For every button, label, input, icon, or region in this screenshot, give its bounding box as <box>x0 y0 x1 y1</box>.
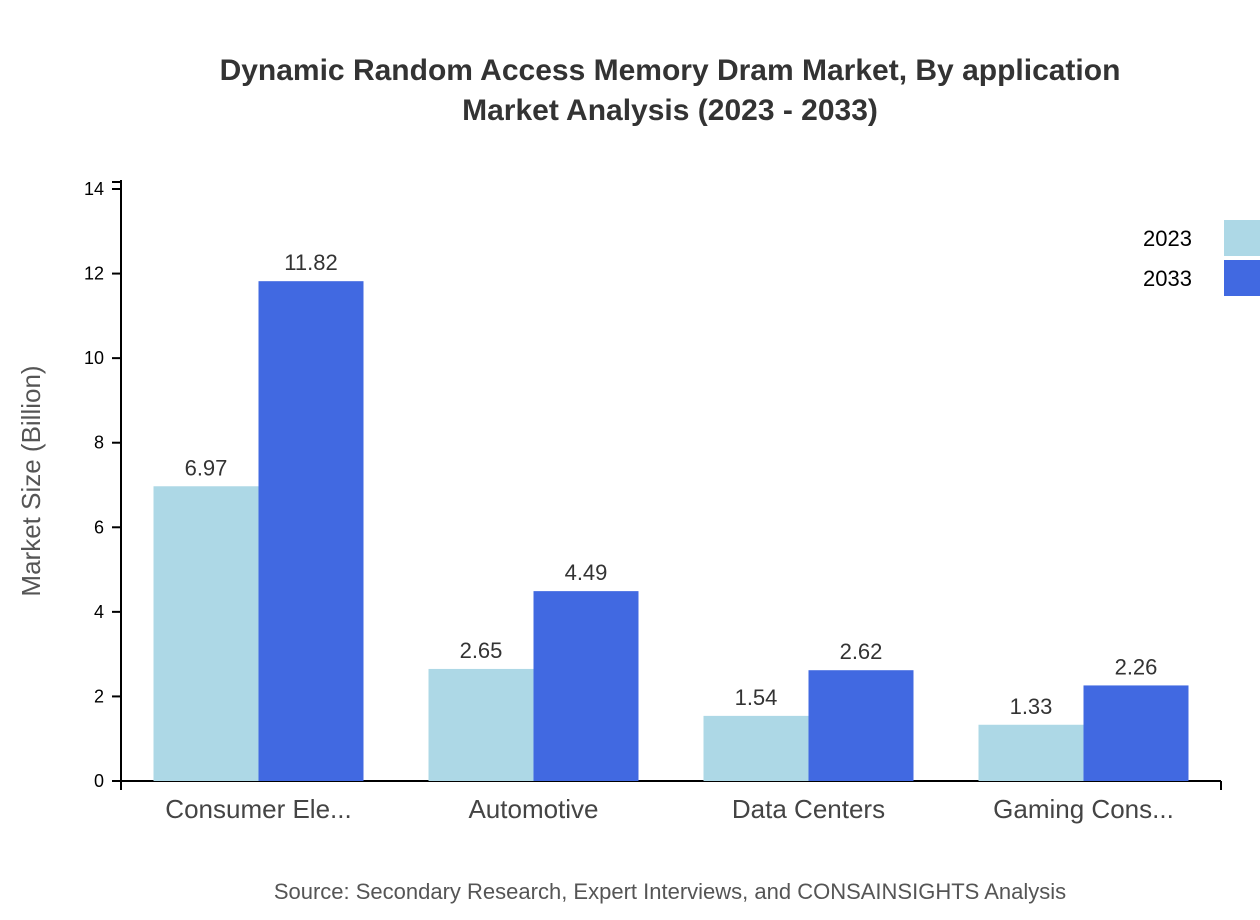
chart-title-line-1: Dynamic Random Access Memory Dram Market… <box>220 54 1121 87</box>
legend-swatch <box>1224 260 1260 296</box>
bar-value-label: 2.65 <box>460 638 503 663</box>
bar-value-label: 1.33 <box>1010 694 1053 719</box>
source-note: Source: Secondary Research, Expert Inter… <box>274 879 1066 904</box>
legend: 2023 2033 <box>1143 220 1260 296</box>
y-axis-label: Market Size (Billion) <box>16 365 46 596</box>
x-tick-label: Data Centers <box>732 794 885 824</box>
bar-value-label: 4.49 <box>565 560 608 585</box>
bar-2033 <box>533 591 639 781</box>
y-tick-label: 14 <box>84 179 104 199</box>
bar-2033 <box>808 670 914 781</box>
bar-2023 <box>703 715 809 781</box>
legend-label: 2023 <box>1143 226 1192 251</box>
bar-value-label: 11.82 <box>284 250 337 275</box>
y-tick-label: 6 <box>94 517 104 537</box>
bar-value-label: 2.26 <box>1115 654 1158 679</box>
bar-2033 <box>1083 685 1189 781</box>
y-tick-label: 0 <box>94 771 104 791</box>
x-tick-label: Consumer Ele... <box>165 794 351 824</box>
legend-label: 2033 <box>1143 266 1192 291</box>
bar-2023 <box>978 724 1084 781</box>
bar-value-label: 1.54 <box>735 685 778 710</box>
chart-title-line-2: Market Analysis (2023 - 2033) <box>462 94 878 127</box>
x-tick-label: Automotive <box>468 794 598 824</box>
y-tick-label: 2 <box>94 686 104 706</box>
y-tick-label: 12 <box>84 264 104 284</box>
bar-2033 <box>258 281 364 781</box>
bar-value-label: 6.97 <box>185 455 228 480</box>
bar-2023 <box>428 668 534 781</box>
bar-value-label: 2.62 <box>840 639 883 664</box>
y-tick-label: 10 <box>84 348 104 368</box>
y-tick-label: 4 <box>94 602 104 622</box>
legend-swatch <box>1224 220 1260 256</box>
x-tick-label: Gaming Cons... <box>993 794 1174 824</box>
bar-2023 <box>153 486 259 781</box>
y-tick-label: 8 <box>94 433 104 453</box>
